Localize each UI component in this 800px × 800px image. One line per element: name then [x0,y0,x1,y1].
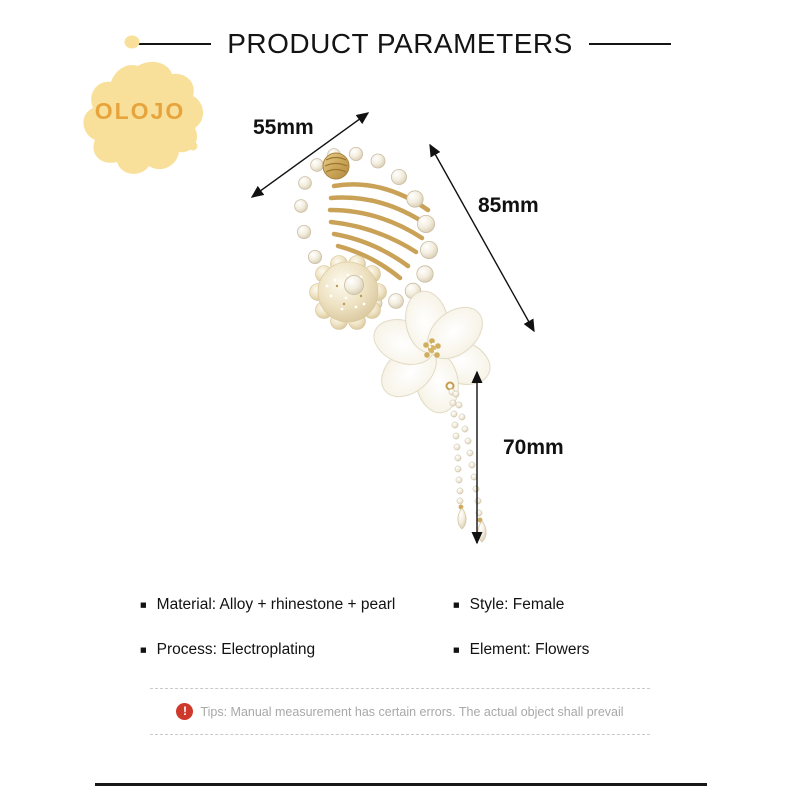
brand-logo-text: OLOJO [94,98,186,124]
teardrop-pearl [477,520,487,543]
tips-text: Tips: Manual measurement has certain err… [200,704,624,719]
title-rule-left [129,42,212,46]
bullet-square-icon: ■ [140,599,147,611]
rhinestone-flower [309,255,387,330]
title-rule-right [588,42,671,46]
product-photo [294,146,491,543]
dimension-label-length: 85mm [478,194,539,217]
logo-splat-shape [83,35,204,174]
spec-material: ■ Material: Alloy + rhinestone + pearl [140,596,453,614]
dimension-label-tassel: 70mm [503,436,564,459]
spec-text: Style: Female [469,596,565,613]
tips-bar: ! Tips: Manual measurement has certain e… [150,688,650,735]
spec-text: Element: Flowers [469,641,590,658]
flower-center [423,338,441,358]
spec-text: Material: Alloy + rhinestone + pearl [156,596,396,613]
spec-process: ■ Process: Electroplating [140,641,453,659]
spec-text: Process: Electroplating [156,641,316,658]
gold-clasp-icon [322,152,350,180]
page-title: PRODUCT PARAMETERS [227,28,573,59]
bullet-square-icon: ■ [140,644,147,656]
spec-element: ■ Element: Flowers [453,641,670,659]
bullet-square-icon: ■ [453,599,460,611]
dimension-label-width: 55mm [253,116,314,139]
alert-icon: ! [176,703,194,720]
specs-list: ■ Material: Alloy + rhinestone + pearl ■… [140,596,670,659]
teardrop-pearl [457,507,467,530]
shell-flower [373,290,491,414]
header: PRODUCT PARAMETERS [0,26,800,62]
spec-style: ■ Style: Female [453,596,670,614]
bullet-square-icon: ■ [453,644,460,656]
footer-rule [95,783,707,786]
brand-logo: OLOJO [75,28,205,180]
